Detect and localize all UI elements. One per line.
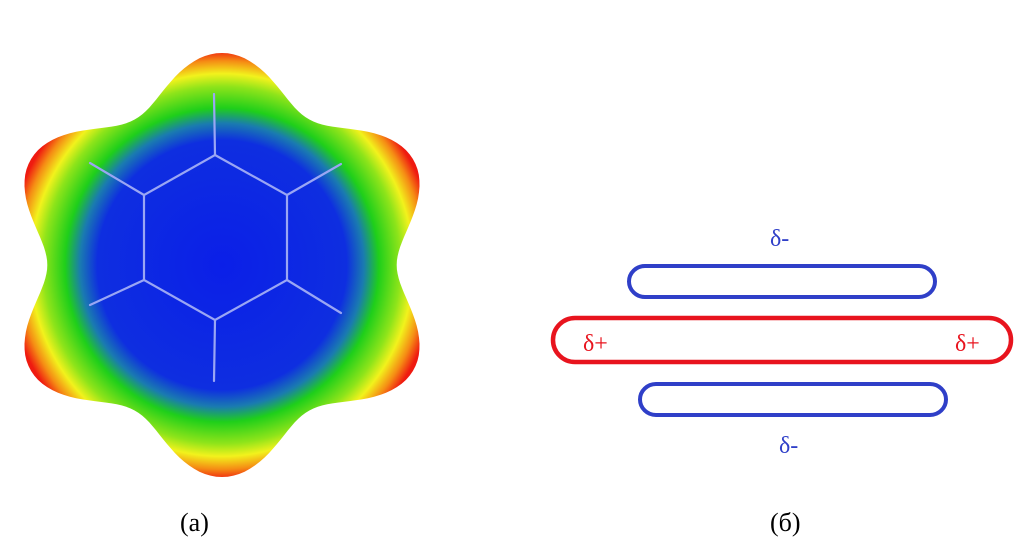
delta-plus-right-label: δ+ — [955, 331, 980, 357]
negative-region-bottom — [638, 382, 948, 417]
positive-region-middle — [550, 315, 1014, 365]
ch-bond-bottom-left — [88, 278, 146, 307]
negative-region-top — [627, 264, 937, 299]
ch-bond-bottom — [212, 318, 217, 383]
ch-bond-top — [212, 92, 217, 157]
delta-minus-top-label: δ- — [770, 226, 789, 252]
delta-plus-left-label: δ+ — [583, 331, 608, 357]
delta-minus-bottom-label: δ- — [779, 433, 798, 459]
ch-bond-top-right — [285, 162, 343, 197]
benzene-bonds — [88, 92, 343, 383]
ch-bond-top-left — [88, 161, 146, 197]
esp-surface — [24, 53, 420, 477]
caption-panel-a: (a) — [180, 508, 209, 537]
benzene-esp-map — [24, 53, 420, 477]
ch-bond-bottom-right — [285, 278, 343, 315]
quadrupole-diagram: δ- δ+ δ+ δ- — [550, 226, 1014, 459]
caption-panel-b: (б) — [770, 508, 801, 537]
